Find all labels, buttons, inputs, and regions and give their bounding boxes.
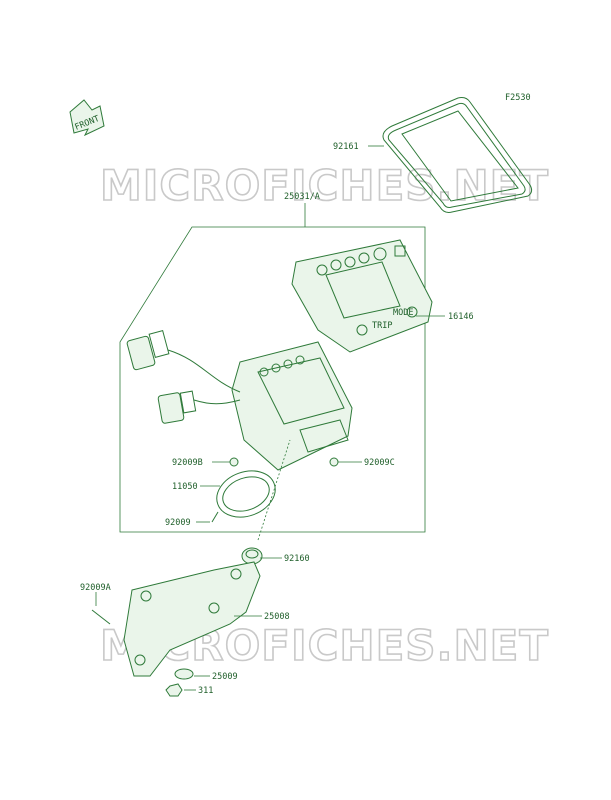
grommet-92160 bbox=[241, 547, 263, 565]
front-arrow-icon: FRONT bbox=[69, 99, 105, 137]
screw-92009 bbox=[211, 511, 219, 523]
gasket-92161 bbox=[382, 97, 533, 213]
part-label-92161: 92161 bbox=[333, 142, 359, 152]
washer-25009 bbox=[174, 668, 194, 680]
meter-body bbox=[231, 341, 353, 471]
part-label-92009c: 92009C bbox=[364, 458, 395, 468]
leader-lines bbox=[95, 145, 445, 691]
bolt-92009A bbox=[91, 609, 111, 625]
gasket-11050 bbox=[216, 470, 276, 518]
part-label-25009: 25009 bbox=[212, 672, 238, 682]
assembly-frame bbox=[119, 226, 426, 533]
part-label-92009a: 92009A bbox=[80, 583, 111, 593]
screw-92009B bbox=[229, 457, 239, 467]
part-label-92160: 92160 bbox=[284, 554, 310, 564]
watermark-top: MICROFICHES.NET bbox=[100, 161, 549, 210]
meter-cover-16146: TRIP MODE bbox=[291, 239, 433, 353]
trip-button-label: TRIP bbox=[372, 321, 392, 331]
part-label-16146: 16146 bbox=[448, 312, 474, 322]
part-label-11050: 11050 bbox=[172, 482, 198, 492]
nut-311 bbox=[165, 683, 183, 697]
bracket-25008 bbox=[123, 561, 261, 677]
part-label-25031-a: 25031/A bbox=[284, 192, 320, 202]
wire-harness bbox=[126, 329, 241, 424]
figure-code: F2530 bbox=[505, 93, 531, 103]
part-label-92009b: 92009B bbox=[172, 458, 203, 468]
part-label-311: 311 bbox=[198, 686, 213, 696]
screw-92009C bbox=[329, 457, 339, 467]
mode-button-label: MODE bbox=[393, 308, 413, 318]
part-label-25008: 25008 bbox=[264, 612, 290, 622]
part-label-92009: 92009 bbox=[165, 518, 191, 528]
